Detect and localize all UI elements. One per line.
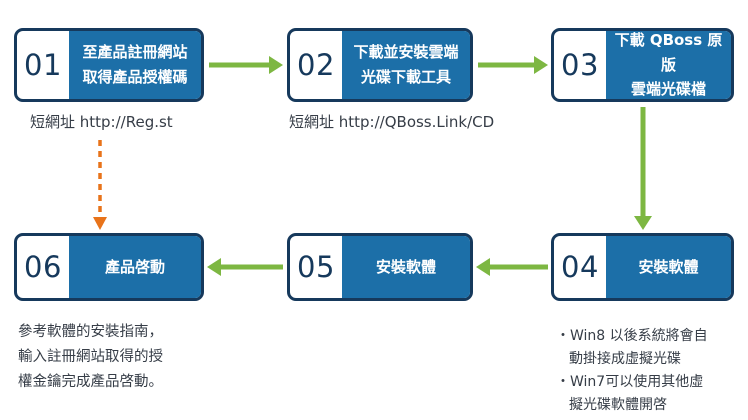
step-6-number: 06: [24, 250, 62, 284]
step-2-box: 02 下載並安裝雲端 光碟下載工具: [287, 28, 473, 102]
step-2-label: 下載並安裝雲端 光碟下載工具: [342, 31, 470, 99]
step-5-label: 安裝軟體: [342, 236, 470, 298]
arrow-step5-to-step6: [207, 258, 283, 276]
step-3-box: 03 下載 QBoss 原版 雲端光碟檔: [551, 28, 734, 102]
step-6-note: 參考軟體的安裝指南， 輸入註冊網站取得的授 權金鑰完成產品啓動。: [18, 324, 163, 390]
step-1-short-url: 短網址 http://Reg.st: [30, 113, 173, 131]
step-4-label: 安裝軟體: [606, 236, 731, 298]
step-4-note-text: Win7可以使用其他虛 擬光碟軟體開啓: [569, 374, 704, 414]
step-2-number: 02: [297, 48, 335, 82]
step-4-notes: ・Win8 以後系統將會自 動掛接成虛擬光碟 ・Win7可以使用其他虛 擬光碟軟…: [556, 325, 740, 417]
arrow-step4-to-step5: [476, 258, 548, 276]
step-1-box: 01 至產品註冊網站 取得產品授權碼: [14, 28, 204, 102]
step-4-box: 04 安裝軟體: [551, 233, 734, 301]
step-4-number: 04: [561, 250, 599, 284]
step-6-box: 06 產品啓動: [14, 233, 204, 301]
step-4-note-item: ・Win7可以使用其他虛 擬光碟軟體開啓: [556, 371, 740, 417]
step-6-label: 產品啓動: [69, 236, 201, 298]
step-5-box: 05 安裝軟體: [287, 233, 473, 301]
arrow-step1-to-step6-dashed: [93, 140, 107, 230]
step-3-number: 03: [561, 48, 599, 82]
step-1-number: 01: [24, 48, 62, 82]
step-1-label: 至產品註冊網站 取得產品授權碼: [69, 31, 201, 99]
bullet-icon: ・: [556, 328, 570, 344]
step-2-short-url: 短網址 http://QBoss.Link/CD: [289, 113, 495, 131]
step-4-note-item: ・Win8 以後系統將會自 動掛接成虛擬光碟: [556, 325, 740, 371]
step-3-label: 下載 QBoss 原版 雲端光碟檔: [606, 31, 731, 99]
bullet-icon: ・: [556, 374, 570, 391]
step-4-note-text: Win8 以後系統將會自 動掛接成虛擬光碟: [569, 328, 708, 368]
arrow-step3-to-step4: [634, 107, 652, 230]
step-5-number: 05: [297, 250, 335, 284]
arrow-step1-to-step2: [209, 56, 283, 74]
arrow-step2-to-step3: [478, 56, 548, 74]
